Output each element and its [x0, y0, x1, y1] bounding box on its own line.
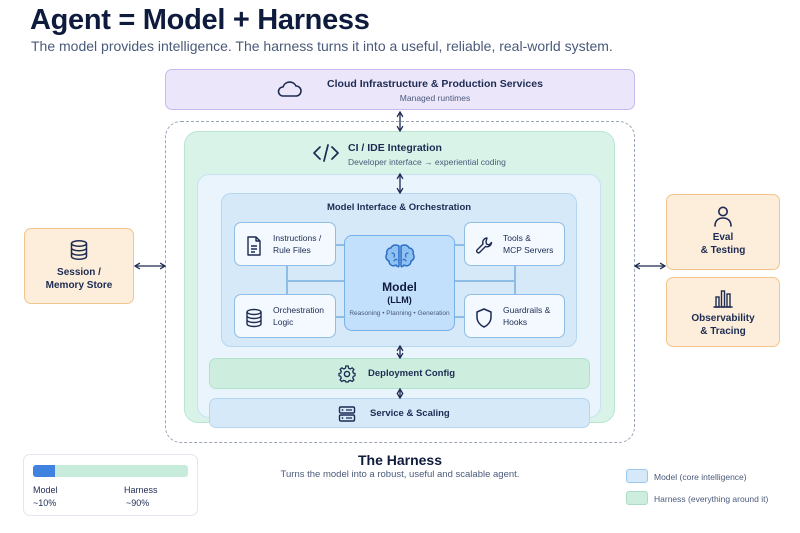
orchestration-logic-card: Orchestration Logic — [234, 294, 336, 338]
cloud-icon — [277, 81, 302, 97]
server-icon — [338, 406, 356, 422]
split-model-fill — [33, 465, 55, 477]
observability-line1: Observability — [691, 313, 755, 324]
split-model-value: ~10% — [33, 498, 57, 508]
legend-harness-swatch — [626, 491, 648, 505]
connector-instructions — [286, 266, 288, 294]
database-icon — [70, 239, 88, 261]
harness-title: The Harness — [357, 452, 443, 468]
tools-line2: MCP Servers — [503, 245, 554, 255]
split-harness-value: ~90% — [126, 498, 150, 508]
observability-card: Observability & Tracing — [666, 277, 780, 347]
observability-line2: & Tracing — [700, 326, 746, 337]
cloud-infrastructure-box: Cloud Infrastructure & Production Servic… — [165, 69, 635, 110]
eval-testing-card: Eval & Testing — [666, 194, 780, 270]
session-line2: Memory Store — [45, 280, 113, 291]
guardrails-line1: Guardrails & — [503, 305, 551, 315]
person-icon — [714, 206, 732, 227]
tools-line1: Tools & — [503, 233, 531, 243]
connector-top-left — [336, 244, 344, 246]
model-subtitle: (LLM) — [387, 295, 412, 305]
brain-icon — [385, 244, 415, 268]
shield-icon — [476, 308, 492, 328]
split-harness-label: Harness — [124, 485, 158, 495]
tools-card: Tools & MCP Servers — [464, 222, 565, 266]
ci-subtitle: Developer interface → experiential codin… — [348, 157, 506, 167]
service-scaling-bar: Service & Scaling — [209, 398, 590, 428]
connector-bottom-right — [455, 316, 464, 318]
guardrails-card: Guardrails & Hooks — [464, 294, 565, 338]
bar-chart-icon — [713, 290, 733, 308]
gear-icon — [338, 365, 356, 383]
model-box: Model (LLM) Reasoning • Planning • Gener… — [344, 235, 455, 331]
eval-line2: & Testing — [700, 245, 746, 256]
legend-harness-label: Harness (everything around it) — [654, 494, 769, 504]
orchestration-logic-line2: Logic — [273, 317, 294, 327]
ci-title: CI / IDE Integration — [348, 142, 442, 154]
deployment-config-title: Deployment Config — [368, 368, 456, 379]
instructions-card: Instructions / Rule Files — [234, 222, 336, 266]
wrench-icon — [476, 237, 493, 254]
service-scaling-title: Service & Scaling — [370, 408, 450, 419]
harness-subtitle: Turns the model into a robust, useful an… — [280, 469, 520, 480]
model-harness-split-card — [23, 454, 198, 516]
connector-bottom-left — [336, 316, 344, 318]
legend-model-swatch — [626, 469, 648, 483]
eval-line1: Eval — [712, 232, 734, 243]
split-model-label: Model — [33, 485, 58, 495]
connector-top-right — [455, 244, 464, 246]
legend-model-label: Model (core intelligence) — [654, 472, 747, 482]
cloud-subtitle: Managed runtimes — [399, 93, 471, 103]
instructions-line1: Instructions / — [273, 233, 322, 243]
session-line1: Session / — [57, 267, 101, 278]
document-icon — [247, 236, 261, 256]
session-memory-card: Session / Memory Store — [24, 228, 134, 304]
cloud-title: Cloud Infrastructure & Production Servic… — [327, 78, 543, 90]
database-icon — [246, 308, 262, 328]
connector-left — [287, 280, 344, 282]
orchestration-logic-line1: Orchestration — [273, 305, 325, 315]
connector-right — [455, 280, 515, 282]
deployment-config-bar: Deployment Config — [209, 358, 590, 389]
instructions-line2: Rule Files — [273, 245, 311, 255]
guardrails-line2: Hooks — [503, 317, 528, 327]
model-caption: Reasoning • Planning • Generation — [349, 310, 450, 317]
page-subtitle: The model provides intelligence. The har… — [31, 38, 613, 54]
model-title: Model — [382, 280, 417, 294]
code-icon — [313, 144, 339, 162]
page-title: Agent = Model + Harness — [30, 4, 370, 36]
split-harness-track — [33, 465, 188, 477]
orchestration-title: Model Interface & Orchestration — [326, 202, 472, 213]
